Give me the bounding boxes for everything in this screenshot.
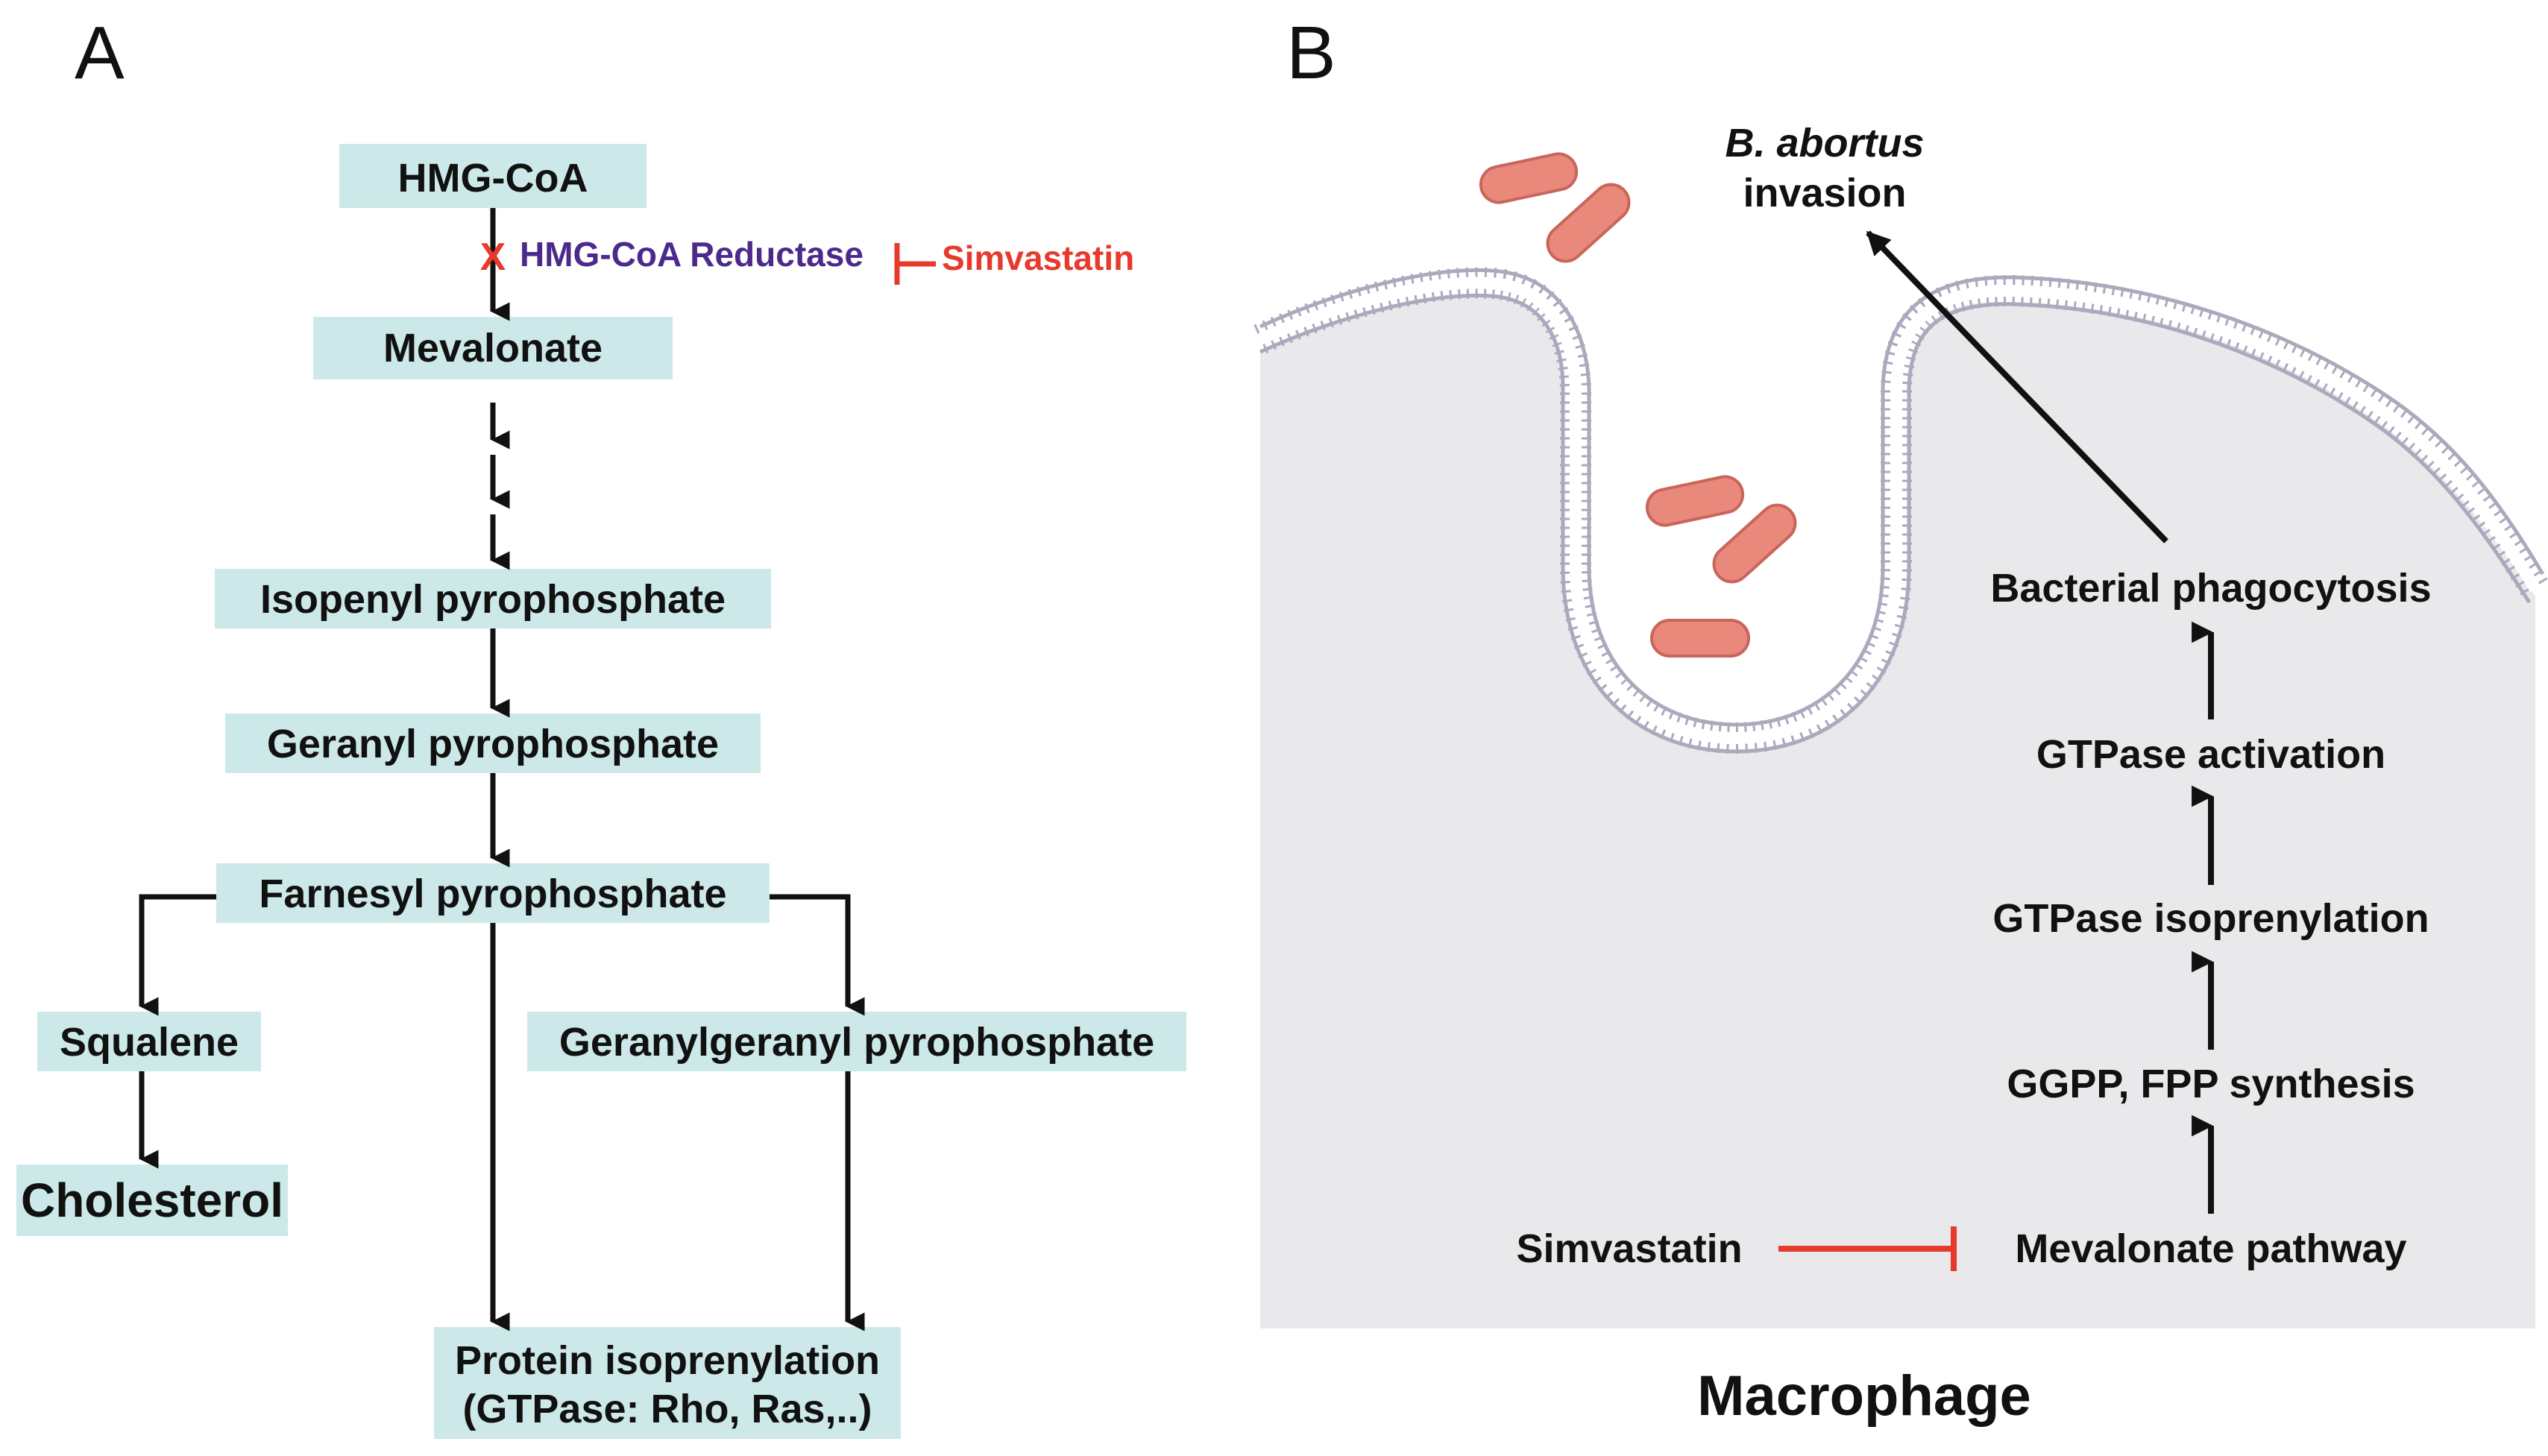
- macrophage-cell: [1260, 294, 2535, 1329]
- label-protein-isoprenylation-1: Protein isoprenylation: [455, 1338, 880, 1383]
- enzyme-label: HMG-CoA Reductase: [520, 235, 864, 274]
- bacteria-group: [1479, 152, 1797, 658]
- bacterium: [1479, 152, 1579, 204]
- box-mevalonate: [313, 317, 673, 379]
- label-isopentenyl-pp: Isopenyl pyrophosphate: [260, 577, 726, 622]
- simvastatin-label-b: Simvastatin: [1516, 1226, 1742, 1271]
- box-isopentenyl-pp: [215, 569, 771, 628]
- block-x-mark: X: [480, 236, 506, 279]
- simvastatin-label-a: Simvastatin: [942, 239, 1134, 277]
- invasion-label-2: invasion: [1743, 171, 1906, 215]
- inhibition-bar-a: [894, 243, 936, 285]
- arrow-fpp-to-squalene: [139, 894, 216, 1016]
- panel-a-letter: A: [75, 11, 125, 95]
- step-mevalonate-pathway: Mevalonate pathway: [2015, 1226, 2406, 1271]
- invasion-label-1: B. abortus: [1725, 121, 1924, 166]
- label-hmg-coa: HMG-CoA: [398, 156, 588, 201]
- label-squalene: Squalene: [60, 1020, 239, 1065]
- panel-b-letter: B: [1286, 11, 1336, 95]
- box-hmg-coa: [339, 144, 647, 208]
- box-cholesterol: [16, 1165, 288, 1236]
- label-farnesyl-pp: Farnesyl pyrophosphate: [259, 872, 726, 916]
- label-protein-isoprenylation-2: (GTPase: Rho, Ras,..): [462, 1387, 872, 1431]
- label-mevalonate: Mevalonate: [383, 326, 603, 371]
- box-squalene: [37, 1012, 261, 1071]
- bacterium: [1546, 183, 1631, 263]
- step-bacterial-phagocytosis: Bacterial phagocytosis: [1990, 566, 2431, 611]
- bacterium: [1712, 503, 1797, 584]
- step-ggpp-fpp-synthesis: GGPP, FPP synthesis: [2007, 1062, 2415, 1106]
- bacterium: [1645, 475, 1745, 527]
- box-geranylgeranyl-pp: [527, 1012, 1186, 1071]
- cell-membrane: [1253, 267, 2548, 754]
- inhibition-bar-b: [1778, 1226, 1957, 1271]
- label-geranyl-pp: Geranyl pyrophosphate: [267, 722, 719, 766]
- label-geranylgeranyl-pp: Geranylgeranyl pyrophosphate: [559, 1020, 1154, 1065]
- bacterium: [1650, 619, 1750, 658]
- macrophage-label: Macrophage: [1697, 1364, 2031, 1428]
- panel-b: B B. abortus invasion Bacterial phagocyt…: [1253, 11, 2548, 1428]
- step-gtpase-activation: GTPase activation: [2036, 732, 2385, 777]
- label-cholesterol: Cholesterol: [21, 1173, 283, 1227]
- box-geranyl-pp: [225, 713, 761, 773]
- arrow-fpp-to-ggpp: [770, 894, 865, 1016]
- panel-a: A HMG-CoA Mevalonate Isopenyl pyrophosph…: [16, 11, 1186, 1439]
- arrow-phagocytosis-to-invasion: [1866, 230, 2168, 543]
- box-protein-isoprenylation: [434, 1327, 901, 1439]
- step-gtpase-isoprenylation: GTPase isoprenylation: [1992, 896, 2429, 941]
- box-farnesyl-pp: [216, 863, 770, 923]
